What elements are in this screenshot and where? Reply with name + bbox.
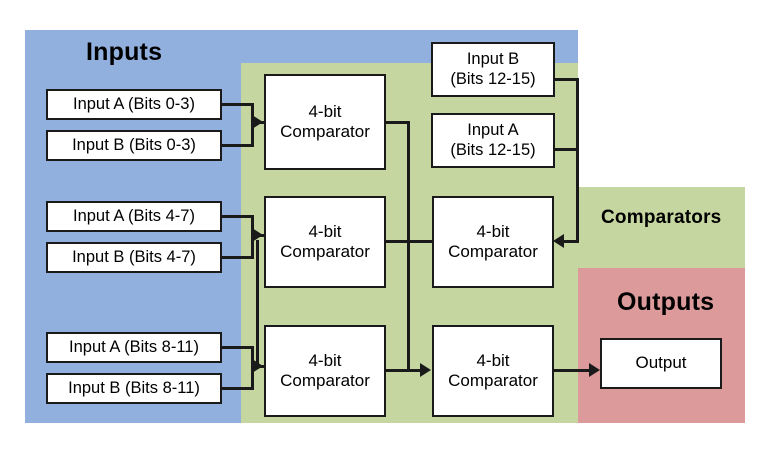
wire-in-b811-stub	[222, 387, 254, 390]
wire-in-b03-stub	[222, 144, 254, 147]
wire-cmp3-to-cmp5	[386, 369, 426, 372]
input-block-label-line1: Input A	[467, 121, 519, 140]
comparator-label-line2: Comparator	[448, 371, 538, 390]
comparator-label-wrap: 4-bit Comparator	[448, 222, 538, 262]
input-block-label-wrap: Input A (Bits 12-15)	[450, 121, 535, 160]
input-block-label: Input B (Bits 4-7)	[72, 247, 196, 266]
input-block-b-bits-8-11[interactable]: Input B (Bits 8-11)	[46, 373, 222, 404]
comparator-label-line1: 4-bit	[476, 350, 510, 370]
arrowhead-cmp5-output	[589, 363, 600, 377]
wire-pair1215-to-cmp4	[562, 240, 579, 243]
input-block-label-line1: Input B	[466, 50, 520, 69]
wire-pair1215-join	[576, 78, 579, 243]
input-block-a-bits-0-3[interactable]: Input A (Bits 0-3)	[46, 89, 222, 120]
region-label-outputs: Outputs	[617, 288, 715, 316]
comparator-label-line1: 4-bit	[308, 221, 342, 241]
wire-in-a03-stub	[222, 103, 254, 106]
comparator-label-wrap: 4-bit Comparator	[448, 351, 538, 391]
comparator-label-wrap: 4-bit Comparator	[280, 222, 370, 262]
wire-in-b1215-stub	[553, 78, 579, 81]
input-block-label-line2: (Bits 12-15)	[450, 69, 536, 88]
region-label-inputs: Inputs	[86, 38, 163, 66]
wire-cmp4-branch-spine	[256, 240, 259, 369]
wire-in-b47-stub	[222, 256, 254, 259]
wire-in-a811-stub	[222, 346, 254, 349]
comparator-label-line2: Comparator	[448, 242, 538, 261]
input-block-label: Input A (Bits 0-3)	[73, 94, 195, 113]
wire-cmp5-to-output	[554, 369, 592, 372]
output-block-label: Output	[635, 353, 687, 373]
input-block-label: Input B (Bits 8-11)	[68, 378, 200, 397]
comparator-block-5[interactable]: 4-bit Comparator	[432, 325, 554, 417]
input-block-a-bits-12-15[interactable]: Input A (Bits 12-15)	[431, 113, 555, 168]
arrowhead-pair47-cmp2	[252, 228, 263, 242]
comparator-label-line1: 4-bit	[308, 101, 342, 121]
comparator-block-4[interactable]: 4-bit Comparator	[432, 196, 554, 288]
output-block[interactable]: Output	[600, 338, 722, 389]
comparator-block-1[interactable]: 4-bit Comparator	[264, 74, 386, 170]
input-block-label-line2: (Bits 12-15)	[450, 140, 536, 159]
wire-cmp1-spine	[407, 121, 410, 371]
comparator-block-3[interactable]: 4-bit Comparator	[264, 325, 386, 417]
wire-in-a47-stub	[222, 215, 254, 218]
wire-cmp2-to-cmp4	[386, 240, 432, 243]
input-block-label: Input B (Bits 0-3)	[72, 135, 196, 154]
comparator-label-wrap: 4-bit Comparator	[280, 102, 370, 142]
wire-in-a1215-stub	[553, 148, 579, 151]
input-block-b-bits-0-3[interactable]: Input B (Bits 0-3)	[46, 130, 222, 161]
diagram-title: 16-bit Comparator Block Diagram	[0, 0, 1, 1]
comparator-label-line2: Comparator	[280, 122, 370, 141]
comparator-label-line2: Comparator	[280, 371, 370, 390]
input-block-label-wrap: Input B (Bits 12-15)	[450, 50, 535, 89]
input-block-label: Input A (Bits 4-7)	[73, 206, 195, 225]
arrowhead-pair03-cmp1	[252, 115, 263, 129]
input-block-a-bits-8-11[interactable]: Input A (Bits 8-11)	[46, 332, 222, 363]
wire-cmp1-out	[386, 121, 410, 124]
arrowhead-pair1215-cmp4	[553, 234, 564, 248]
region-label-comparators: Comparators	[601, 207, 722, 228]
comparator-label-line1: 4-bit	[308, 350, 342, 370]
input-block-label: Input A (Bits 8-11)	[69, 337, 199, 356]
input-block-b-bits-12-15[interactable]: Input B (Bits 12-15)	[431, 42, 555, 97]
comparator-label-wrap: 4-bit Comparator	[280, 351, 370, 391]
input-block-a-bits-4-7[interactable]: Input A (Bits 4-7)	[46, 201, 222, 232]
comparator-block-2[interactable]: 4-bit Comparator	[264, 196, 386, 288]
comparator-label-line2: Comparator	[280, 242, 370, 261]
input-block-b-bits-4-7[interactable]: Input B (Bits 4-7)	[46, 242, 222, 273]
comparator-label-line1: 4-bit	[476, 221, 510, 241]
